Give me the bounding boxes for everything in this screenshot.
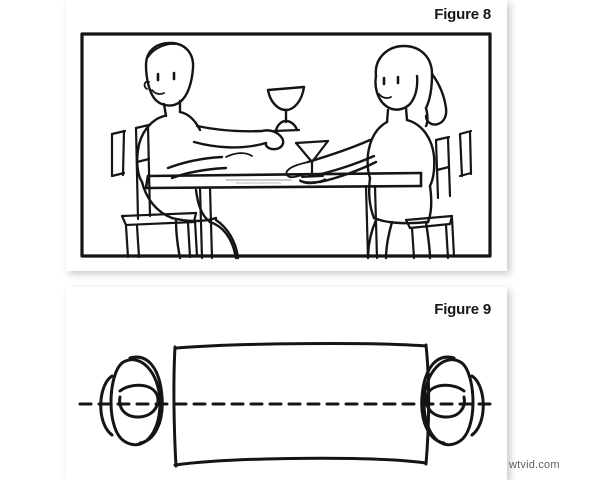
left-head-top-view bbox=[99, 355, 164, 447]
table-top-view bbox=[172, 342, 431, 468]
right-chair bbox=[404, 129, 473, 260]
right-person bbox=[285, 44, 448, 260]
figure-8-illustration bbox=[80, 32, 492, 260]
dining-table bbox=[144, 171, 423, 260]
figure-caption-8: Figure 8 bbox=[434, 6, 491, 23]
figure-9-illustration bbox=[78, 342, 496, 468]
coupe-glass-icon bbox=[266, 85, 306, 133]
right-head-top-view bbox=[420, 355, 485, 447]
left-person bbox=[136, 41, 285, 260]
watermark-label: wtvid.com bbox=[509, 459, 560, 471]
figure-card-figure-9: Figure 9 bbox=[66, 287, 507, 480]
figure-card-figure-8: Figure 8 bbox=[66, 0, 507, 271]
figure-caption-9: Figure 9 bbox=[434, 301, 491, 318]
